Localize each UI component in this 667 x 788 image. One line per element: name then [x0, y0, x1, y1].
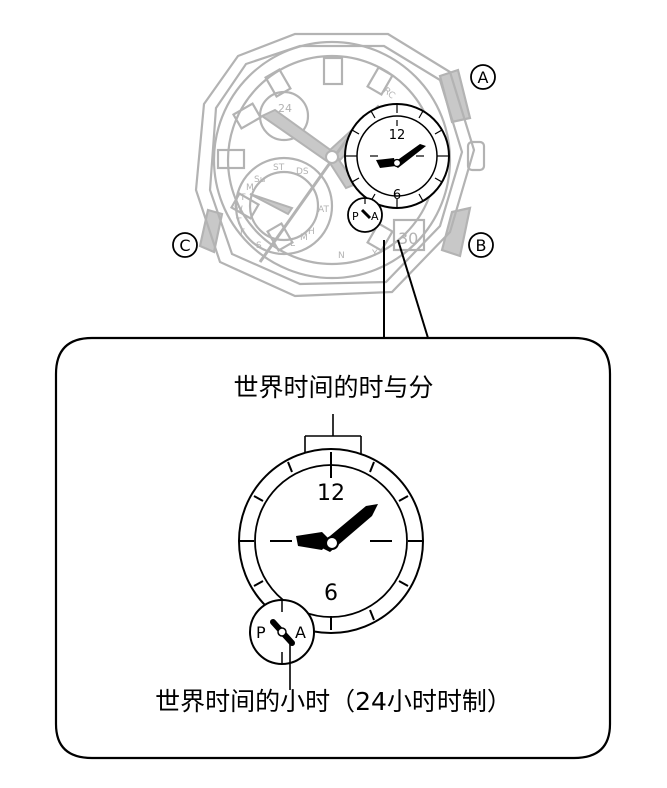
detail-tick-8 — [253, 580, 264, 587]
small-label-w: W — [234, 205, 243, 215]
detail-tick-10 — [253, 495, 264, 502]
ov-tick-10 — [351, 129, 360, 135]
detail-ampm-a: A — [295, 623, 306, 642]
detail-tick-11 — [287, 461, 293, 473]
detail-dial-6: 6 — [324, 581, 338, 606]
overview-ampm-hand — [360, 208, 372, 220]
detail-callout-box — [54, 336, 612, 760]
detail-ampm-pin — [277, 627, 287, 637]
subdial-day — [234, 156, 334, 256]
bezel-inner — [208, 44, 464, 286]
overview-day-hand — [249, 193, 294, 216]
overview-ampm-a: A — [371, 210, 379, 223]
dial-ring — [212, 40, 452, 280]
overview-world-subdial: 12 6 — [344, 103, 450, 209]
hour-24-caption: 世界时间的小时（24小时时制） — [155, 687, 512, 716]
button-labels: A B C — [172, 64, 496, 258]
detail-tick-5 — [369, 609, 375, 621]
detail-ampm-p: P — [256, 623, 266, 642]
index-12 — [322, 56, 344, 86]
subdial-day-inner — [248, 170, 320, 242]
small-label-f: F — [240, 228, 245, 238]
overview-world-hour-hand — [376, 158, 396, 168]
small-label-rc: RC — [381, 86, 397, 101]
small-label-l: L — [290, 239, 295, 249]
bezel-outer — [194, 32, 476, 298]
ov-tick-5 — [418, 193, 424, 202]
detail-dial-12: 12 — [317, 481, 345, 506]
small-label-m: M — [246, 183, 254, 193]
ov-tick-1 — [418, 110, 424, 119]
small-label-n: N — [338, 251, 345, 261]
button-c-label: C — [179, 236, 190, 255]
ov-tick-4 — [434, 177, 443, 183]
button-b-label: B — [476, 236, 487, 255]
detail-ampm-subdial: P A — [249, 599, 315, 690]
index-5 — [366, 221, 394, 253]
small-label-h: H — [308, 227, 315, 237]
overview-second-hand — [258, 159, 334, 263]
overview-world-12: 12 — [389, 128, 406, 143]
button-b-circle — [468, 232, 494, 258]
overview-hour-hand — [259, 108, 338, 164]
detail-tick-1 — [369, 461, 375, 473]
small-label-24: 24 — [278, 102, 292, 115]
button-c-circle — [172, 232, 198, 258]
detail-tick-4 — [398, 580, 409, 587]
date-window-digits: 30 — [398, 229, 418, 248]
small-label-t2: T — [235, 217, 242, 227]
small-label-m2: M — [300, 233, 308, 243]
overview-center-pin — [325, 150, 339, 164]
overview-world-6: 6 — [393, 188, 401, 203]
ov-tick-11 — [370, 110, 376, 119]
small-label-ds: DS — [296, 167, 309, 177]
small-label-s: S — [256, 241, 262, 251]
crown — [466, 140, 486, 172]
index-10 — [231, 102, 263, 130]
callout-line-right — [397, 239, 429, 339]
button-a-circle — [470, 64, 496, 90]
subdial-24h — [258, 90, 310, 142]
date-window — [392, 218, 426, 252]
callout-leaders — [383, 239, 429, 339]
overview-world-pin — [392, 158, 402, 168]
overview-ampm-subdial: P A — [347, 197, 383, 233]
small-label-y: Y — [371, 249, 378, 259]
button-a-label: A — [478, 68, 489, 87]
small-label-su: Su — [254, 175, 265, 185]
detail-world-subdial: 12 6 — [238, 448, 424, 634]
index-1 — [366, 65, 394, 97]
index-9 — [216, 148, 246, 170]
small-label-t1: T — [239, 193, 246, 203]
ov-tick-8 — [351, 177, 360, 183]
detail-tick-2 — [398, 495, 409, 502]
small-label-st: ST — [273, 163, 285, 173]
detail-center-pin — [325, 536, 339, 550]
overview-ampm-p: P — [352, 210, 359, 223]
ov-tick-2 — [434, 129, 443, 135]
hour-minute-caption: 世界时间的时与分 — [233, 373, 434, 402]
small-label-at: AT — [318, 205, 329, 215]
